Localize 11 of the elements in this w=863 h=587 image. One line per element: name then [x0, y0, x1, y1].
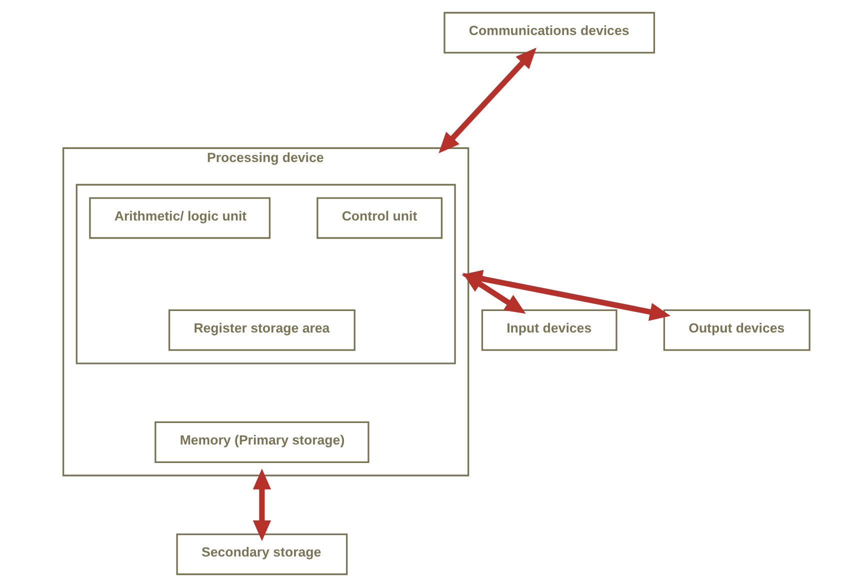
- arrow: [252, 468, 271, 542]
- node-box: Arithmetic/ logic unit: [88, 197, 270, 239]
- node-box: Communications devices: [443, 12, 655, 54]
- cluster: [75, 184, 456, 364]
- node-box: Memory (Primary storage): [154, 421, 369, 463]
- node-box: Control unit: [316, 197, 442, 239]
- arrow: [438, 48, 536, 154]
- node-box: Secondary storage: [176, 533, 348, 576]
- node-box: Register storage area: [168, 309, 355, 351]
- node-box: Input devices: [480, 309, 617, 351]
- node-box: Output devices: [662, 309, 810, 351]
